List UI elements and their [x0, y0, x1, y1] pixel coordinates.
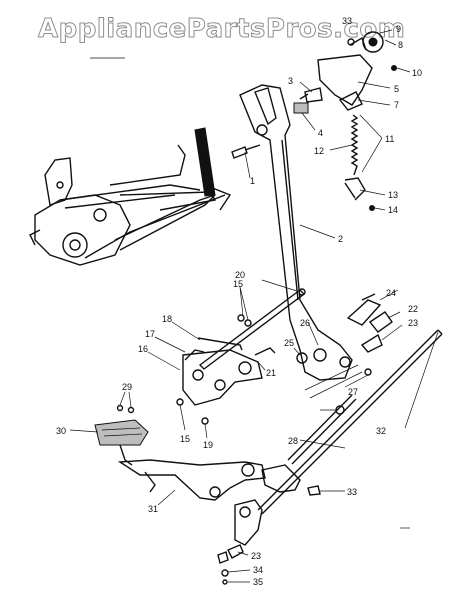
- callout-28: 28: [288, 436, 298, 446]
- callout-12: 12: [314, 146, 324, 156]
- callout-21: 21: [266, 368, 276, 378]
- callout-31: 31: [148, 504, 158, 514]
- callout-8: 8: [398, 40, 403, 50]
- callout-2: 2: [338, 234, 343, 244]
- callout-13: 13: [388, 190, 398, 200]
- callout-15-lower: 15: [180, 434, 190, 444]
- lower-lever-31: [117, 459, 266, 501]
- callout-34: 34: [253, 565, 263, 575]
- callout-23-lower: 23: [251, 551, 261, 561]
- callout-27: 27: [348, 387, 358, 397]
- callout-29: 29: [122, 382, 132, 392]
- callout-1: 1: [250, 176, 255, 186]
- callout-15-upper: 15: [233, 279, 243, 289]
- screw-1: [231, 144, 261, 159]
- callout-5: 5: [394, 84, 399, 94]
- callout-4: 4: [318, 128, 323, 138]
- main-lever: [239, 84, 353, 381]
- callout-11: 11: [385, 134, 394, 144]
- callout-7: 7: [394, 100, 399, 110]
- shaft-20: [198, 288, 306, 370]
- upper-right-bracket: [293, 31, 397, 114]
- lower-right-mechanism: [217, 464, 321, 585]
- spring-assembly: [344, 114, 375, 211]
- callout-33-lower: 33: [347, 487, 357, 497]
- callout-9: 9: [396, 24, 401, 34]
- pedal-plate-30: [94, 404, 149, 466]
- callout-33-upper: 33: [342, 16, 352, 26]
- callout-16: 16: [138, 344, 148, 354]
- callout-26: 26: [300, 318, 310, 328]
- callout-18: 18: [162, 314, 172, 324]
- callout-3: 3: [288, 76, 293, 86]
- upper-left-mechanism: [29, 127, 232, 266]
- callout-30: 30: [56, 426, 66, 436]
- callout-23-upper: 23: [408, 318, 418, 328]
- watermark: AppliancePartsPros.com: [37, 14, 406, 45]
- callout-14: 14: [388, 205, 398, 215]
- callout-22: 22: [408, 304, 418, 314]
- mid-left-bracket: [176, 337, 276, 425]
- right-fittings: [296, 293, 393, 376]
- callout-24: 24: [386, 288, 396, 298]
- callout-20: 20: [235, 270, 245, 280]
- leader-lines: [69, 29, 439, 583]
- rod-32: [257, 329, 443, 515]
- callout-19: 19: [203, 440, 213, 450]
- callout-25: 25: [284, 338, 294, 348]
- callout-32: 32: [376, 426, 386, 436]
- callout-35: 35: [253, 577, 263, 587]
- callout-17: 17: [145, 329, 155, 339]
- callout-labels: 1 2 3 4 5 7 8 9 10 11 12 13 14 15 15 16 …: [56, 16, 422, 587]
- callout-10: 10: [412, 68, 422, 78]
